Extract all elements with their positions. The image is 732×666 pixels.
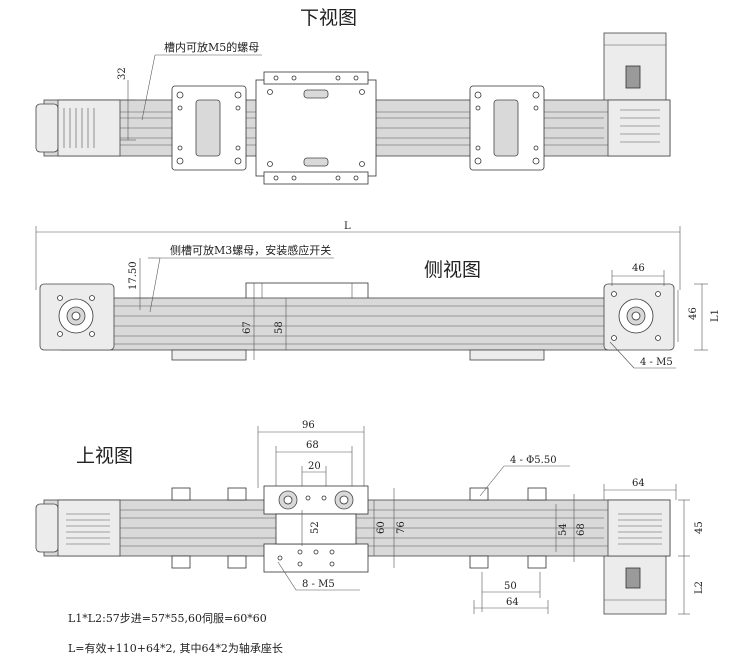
top-dim-L2: L2 [694,581,705,594]
top-right-motor [607,499,671,557]
note-line-1: L1*L2:57步进=57*55,60伺服=60*60 [68,612,267,625]
note-line-2: L=有效+110+64*2, 其中64*2为轴承座长 [68,641,283,655]
top-dim-45: 45 [694,521,705,534]
bottom-view-title: 下视图 [300,7,357,29]
side-dim-46b: 46 [688,307,699,320]
bottom-nut-note: 槽内可放M5的螺母 [164,40,259,54]
top-dim-8m5: 8 - M5 [302,579,335,590]
top-dim-20: 20 [308,461,321,472]
bottom-right-motor [607,99,671,157]
top-dim-64a: 64 [632,478,645,489]
side-view-title: 侧视图 [424,259,481,281]
top-dim-54: 54 [558,523,569,536]
side-dim-58: 58 [274,321,285,334]
side-dim-1750: 17.50 [128,261,139,290]
side-dim-L1: L1 [710,309,721,322]
top-view: 上视图 96 68 20 [35,420,705,615]
side-dim-4m5: 4 - M5 [640,357,673,368]
top-dim-60: 60 [376,521,387,534]
top-dim-76: 76 [396,521,407,534]
top-dim-50: 50 [504,581,517,592]
top-view-title: 上视图 [76,445,133,467]
bottom-left-cap [35,103,59,153]
top-dim-96: 96 [302,420,315,431]
bottom-dim-32: 32 [117,67,128,80]
top-dim-52: 52 [310,521,321,534]
top-dim-68b: 68 [576,523,587,536]
side-sensor-note: 侧槽可放M3螺母，安装感应开关 [170,243,331,257]
top-dim-phi: 4 - Φ5.50 [510,455,557,466]
top-left-cap [35,503,59,553]
bottom-view: 下视图 [35,7,671,185]
top-dim-64b: 64 [506,597,519,608]
side-dim-L: L [344,221,351,232]
bottom-left-motor [57,99,121,157]
side-dim-67: 67 [242,321,253,334]
top-left-motor [57,499,121,557]
side-view: L 侧视图 17.50 侧槽可放M3 [35,221,721,369]
side-rail [59,297,621,351]
top-dim-68: 68 [306,440,319,451]
side-dim-46a: 46 [632,263,645,274]
